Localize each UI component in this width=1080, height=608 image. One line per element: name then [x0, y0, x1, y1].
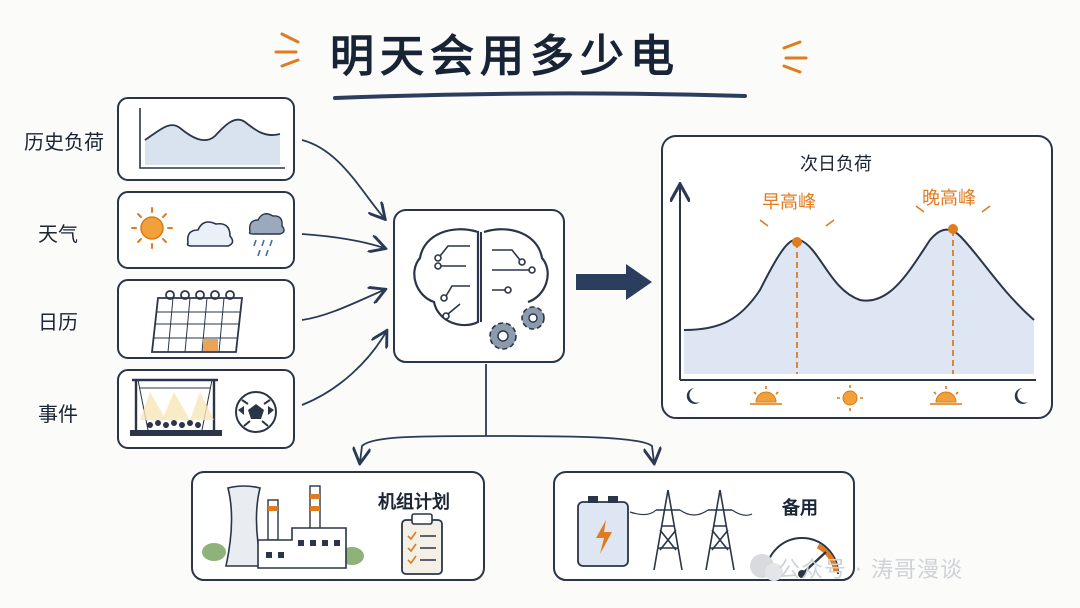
gear-icon — [489, 306, 545, 350]
power-plant-icon — [202, 485, 364, 569]
clipboard-checklist-icon — [401, 513, 443, 575]
sunrise-icon — [750, 386, 782, 405]
history-load-chart-icon — [139, 108, 285, 169]
event-stage-icon — [130, 378, 222, 436]
input-panel-history — [117, 97, 295, 181]
load-curve-line — [683, 228, 1035, 331]
battery-icon — [577, 496, 629, 567]
input-label-event: 事件 — [38, 402, 78, 426]
sun-icon — [837, 385, 863, 411]
ai-model-panel — [393, 209, 565, 363]
input-panel-event — [117, 369, 295, 449]
moon-icon-right — [1014, 388, 1028, 404]
input-label-history: 历史负荷 — [24, 130, 104, 154]
next-day-load-chart-panel — [661, 135, 1053, 419]
calendar-icon — [150, 290, 244, 353]
morning-peak-marker — [792, 237, 802, 247]
evening-peak-marker — [948, 224, 958, 234]
input-panel-calendar — [117, 279, 295, 359]
unit-plan-panel — [191, 471, 485, 581]
chart-title: 次日负荷 — [800, 154, 872, 175]
output-arrows — [360, 364, 654, 462]
moon-icon-left — [686, 388, 700, 404]
morning-peak-label: 早高峰 — [762, 192, 816, 213]
input-label-calendar: 日历 — [38, 310, 78, 334]
transmission-tower-icon — [629, 489, 753, 571]
reserve-label: 备用 — [782, 498, 818, 519]
watermark: 公众号 · 涛哥漫谈 — [778, 558, 963, 583]
evening-peak-label: 晚高峰 — [922, 188, 976, 209]
brain-icon — [413, 228, 549, 327]
title-decoration — [274, 32, 808, 100]
input-label-weather: 天气 — [38, 222, 78, 246]
soccer-ball-icon — [235, 391, 277, 433]
input-panel-weather — [117, 191, 295, 269]
gauge-icon — [765, 537, 839, 578]
weather-icon — [131, 207, 285, 257]
forecast-arrow — [576, 264, 652, 300]
sunset-icon — [930, 386, 962, 405]
page-title: 明天会用多少电 — [330, 31, 680, 82]
input-arrows — [301, 139, 386, 406]
reserve-panel — [553, 471, 855, 581]
unit-plan-label: 机组计划 — [378, 492, 450, 513]
watermark-logo — [750, 554, 783, 581]
load-curve-area — [684, 229, 1034, 374]
